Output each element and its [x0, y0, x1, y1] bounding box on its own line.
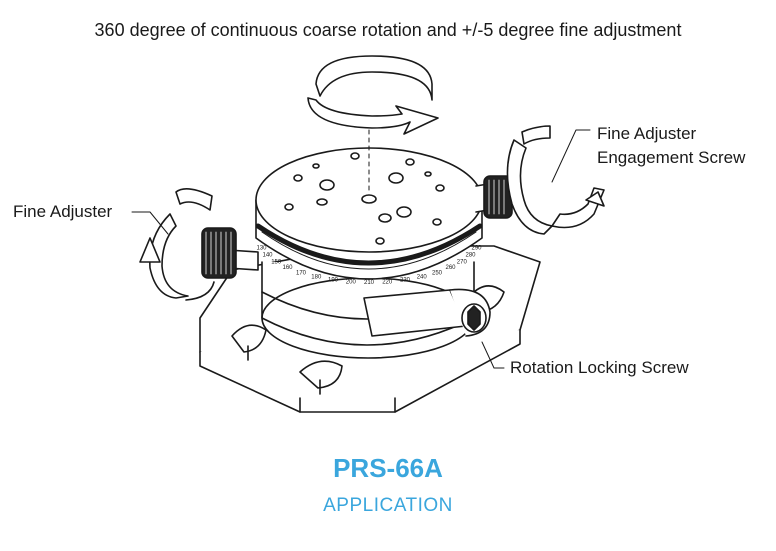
scale-tick-label: 140 [262, 253, 273, 259]
scale-tick-label: 220 [382, 279, 393, 285]
rotary-table [255, 147, 483, 280]
locking-screw [363, 288, 491, 337]
application-subtitle: APPLICATION [323, 495, 453, 516]
model-number: PRS-66A [333, 453, 443, 483]
scale-tick-label: 200 [346, 279, 357, 285]
scale-tick-label: 240 [417, 275, 428, 281]
scale-tick-label: 250 [432, 270, 443, 276]
locking-screw-caption: Rotation Locking Screw [510, 358, 689, 377]
scale-tick-label: 290 [471, 245, 482, 251]
engagement-screw-knob [475, 175, 513, 219]
scale-tick-label: 170 [296, 270, 307, 276]
scale-tick-label: 270 [457, 259, 468, 265]
rotation-caption: 360 degree of continuous coarse rotation… [94, 20, 682, 40]
scale-tick-label: 190 [328, 278, 339, 284]
scale-tick-label: 230 [400, 278, 411, 284]
scale-tick-label: 160 [282, 265, 293, 271]
scale-tick-label: 280 [465, 253, 476, 259]
engagement-screw-caption-line1: Fine Adjuster [597, 124, 697, 143]
scale-tick-label: 210 [364, 280, 375, 286]
coarse-rotation-arrow [307, 55, 439, 195]
engagement-screw-arrow [506, 125, 605, 235]
fine-adjuster-caption: Fine Adjuster [13, 202, 113, 221]
scale-tick-label: 180 [311, 275, 322, 281]
fine-adjuster-arrow [139, 188, 215, 301]
scale-tick-label: 130 [256, 245, 267, 251]
scale-tick-label: 150 [271, 259, 282, 265]
engagement-screw-caption-line2: Engagement Screw [597, 148, 746, 167]
fine-adjuster-knob [201, 227, 259, 279]
scale-tick-label: 260 [445, 265, 456, 271]
leader-lines [131, 129, 591, 369]
